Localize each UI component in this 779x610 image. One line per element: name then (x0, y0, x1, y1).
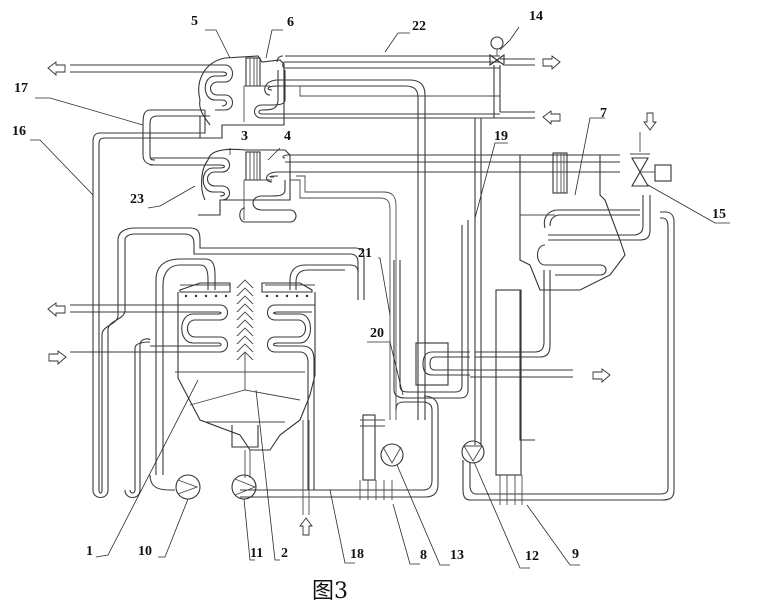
flow-arrow-in-left-mid (48, 350, 67, 365)
label-11: 11 (250, 546, 263, 561)
pump-11 (231, 474, 257, 500)
label-23: 23 (130, 192, 144, 207)
label-8: 8 (420, 548, 427, 563)
label-16: 16 (12, 124, 26, 139)
label-3: 3 (241, 129, 248, 144)
valve-14 (489, 36, 535, 119)
label-22: 22 (412, 19, 426, 34)
pipe-19 (474, 118, 482, 445)
pumps-and-bottom-pipes (149, 395, 439, 515)
flow-arrow-in-left-top (542, 110, 561, 125)
callout-labels: 5 6 22 14 17 16 3 4 23 19 7 15 21 20 1 1… (12, 9, 726, 564)
spray-header-right (261, 282, 313, 298)
pump-13 (380, 443, 404, 467)
absorber-1-2 (70, 279, 316, 490)
label-6: 6 (287, 15, 294, 30)
label-18: 18 (350, 547, 364, 562)
flow-arrow-in-top-right (643, 112, 657, 131)
pipe-22 (285, 55, 535, 66)
leader-lines (30, 26, 730, 569)
heat-exchanger-20-21 (359, 220, 573, 500)
pipe-17-loop (92, 109, 210, 490)
label-14: 14 (529, 9, 543, 24)
label-9: 9 (572, 547, 579, 562)
spray-header-left (179, 282, 231, 298)
label-15: 15 (712, 207, 726, 222)
label-2: 2 (281, 546, 288, 561)
flow-arrow-in-bottom (299, 517, 313, 536)
pump-12 (461, 440, 485, 464)
condenser-7 (462, 152, 675, 505)
label-13: 13 (450, 548, 464, 563)
label-19: 19 (494, 129, 508, 144)
label-1: 1 (86, 544, 93, 559)
label-4: 4 (284, 129, 291, 144)
flow-arrow-out-right-mid (592, 368, 611, 383)
upper-generator-5-6 (70, 55, 500, 420)
label-10: 10 (138, 544, 152, 559)
label-12: 12 (525, 549, 539, 564)
flow-arrow-out-right-top (542, 55, 561, 70)
flow-arrow-out-left-top (47, 61, 66, 76)
label-17: 17 (14, 81, 28, 96)
valve-15 (630, 132, 672, 187)
figure-caption: 图3 (312, 579, 348, 604)
flow-arrow-out-left-mid (47, 302, 66, 317)
pump-10 (175, 474, 201, 500)
label-20: 20 (370, 326, 384, 341)
chevron-separator (236, 279, 254, 361)
label-5: 5 (191, 14, 198, 29)
left-loop-pipes (92, 227, 365, 499)
label-21: 21 (358, 246, 372, 261)
lower-generator-3-4 (150, 148, 620, 420)
label-7: 7 (600, 106, 607, 121)
